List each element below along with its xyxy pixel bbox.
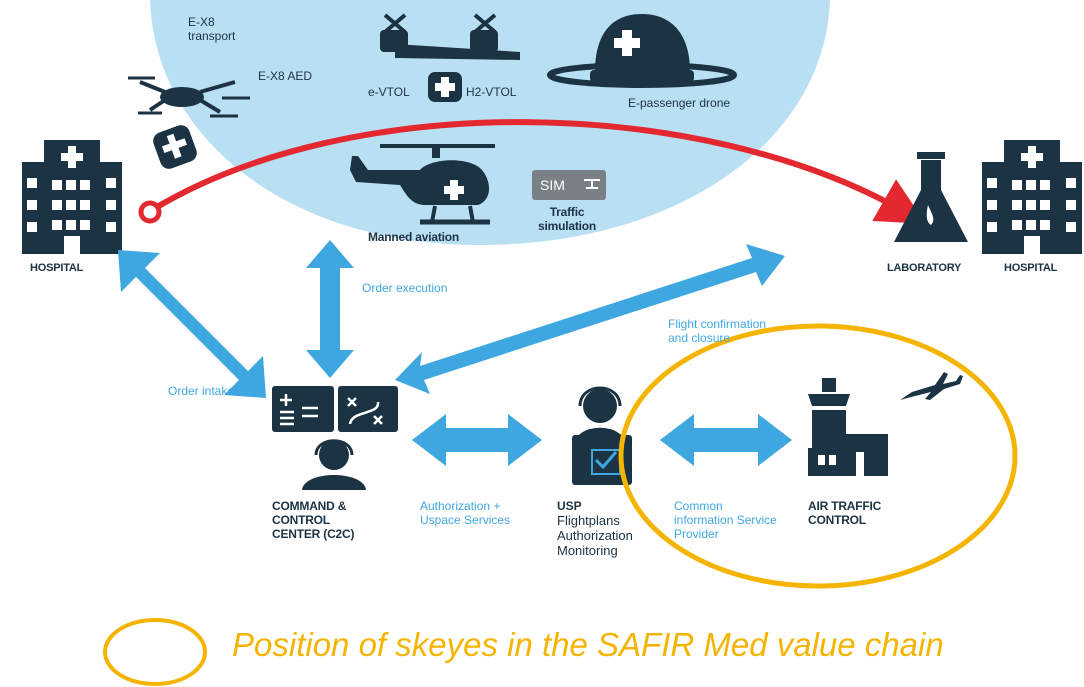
airplane-icon xyxy=(900,372,963,400)
hospital-right-icon xyxy=(982,140,1082,254)
helicopter-icon xyxy=(350,144,495,225)
control-tower-icon xyxy=(808,378,888,476)
legend-ring-symbol xyxy=(103,618,207,686)
traffic-simulation-label: Traffic simulation xyxy=(538,205,597,233)
authorization-label: Authorization + Uspace Services xyxy=(420,499,511,527)
flight-confirmation-label: Flight confirmation and closure xyxy=(668,317,767,345)
atc-label: AIR TRAFFIC CONTROL xyxy=(808,499,882,527)
c2c-operator-icon xyxy=(272,386,398,490)
hospital-left-label: HOSPITAL xyxy=(30,262,84,274)
order-execution-label: Order execution xyxy=(362,281,448,295)
ex8-transport-label: E-X8 transport xyxy=(188,15,236,43)
ex8-drone-icon xyxy=(128,76,250,169)
h2vtol-label: H2-VTOL xyxy=(466,85,517,99)
passenger-drone-icon xyxy=(547,14,737,88)
c2c-label: COMMAND & CONTROL CENTER (C2C) xyxy=(272,499,355,541)
laboratory-label: LABORATORY xyxy=(887,262,962,274)
flight-confirmation-arrow xyxy=(395,244,785,394)
mini-drone-icon xyxy=(584,179,600,189)
legend-text: Position of skeyes in the SAFIR Med valu… xyxy=(232,626,944,663)
usp-operator-icon xyxy=(572,386,632,485)
order-intake-arrow xyxy=(118,250,266,398)
route-origin-marker xyxy=(138,200,162,224)
sim-badge-text: SIM xyxy=(540,177,565,193)
order-execution-arrow xyxy=(306,240,354,378)
ex8-aed-label: E-X8 AED xyxy=(258,69,313,83)
evtol-label: e-VTOL xyxy=(368,85,410,99)
usp-label: USP Flightplans Authorization Monitoring xyxy=(557,499,633,558)
evtol-aircraft-icon xyxy=(380,13,520,102)
authorization-arrow xyxy=(412,414,542,466)
order-intake-label: Order intake xyxy=(168,384,235,398)
common-info-label: Common information Service Provider xyxy=(674,499,777,541)
common-info-arrow xyxy=(660,414,792,466)
e-passenger-drone-label: E-passenger drone xyxy=(628,96,731,110)
hospital-left-icon xyxy=(22,140,122,254)
manned-aviation-label: Manned aviation xyxy=(368,230,460,244)
laboratory-flask-icon xyxy=(894,152,968,242)
sim-badge xyxy=(532,170,606,200)
skeyes-highlight-ring xyxy=(618,323,1018,589)
flight-route-arrow xyxy=(150,119,926,224)
hospital-right-label: HOSPITAL xyxy=(1004,262,1058,274)
